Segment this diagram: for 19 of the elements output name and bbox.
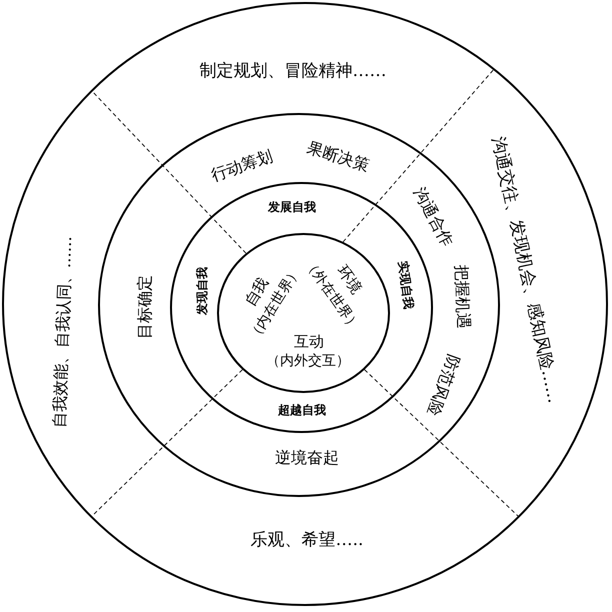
sector-label: 目标确定 [136,275,154,339]
outer-ring [2,2,608,606]
sector-label: 行动筹划 [208,146,276,186]
sector-label: 沟通合作 [410,184,456,250]
center-label: （内外交互） [266,352,350,370]
sector-label: 果断决策 [304,138,372,176]
sector-label: 把握机遇 [452,264,472,330]
sector-label: 沟通交往、发现机会、感知风险…… [487,134,563,406]
sector-label: 防范风险 [423,352,463,418]
center-label: 互动 [294,333,324,351]
sector-label: 制定规划、冒险精神…… [200,62,386,82]
sector-label: 发现自我 [196,267,210,315]
center-circle [217,233,390,393]
sector-label: 逆境奋起 [275,448,339,468]
sector-label: 乐观、希望….. [250,531,364,551]
sector-label: 发展自我 [268,201,316,215]
sector-label: 超越自我 [278,404,326,418]
sector-label: 实现自我 [395,260,415,310]
sector-label: 自我效能、自我认同、…… [50,236,76,428]
